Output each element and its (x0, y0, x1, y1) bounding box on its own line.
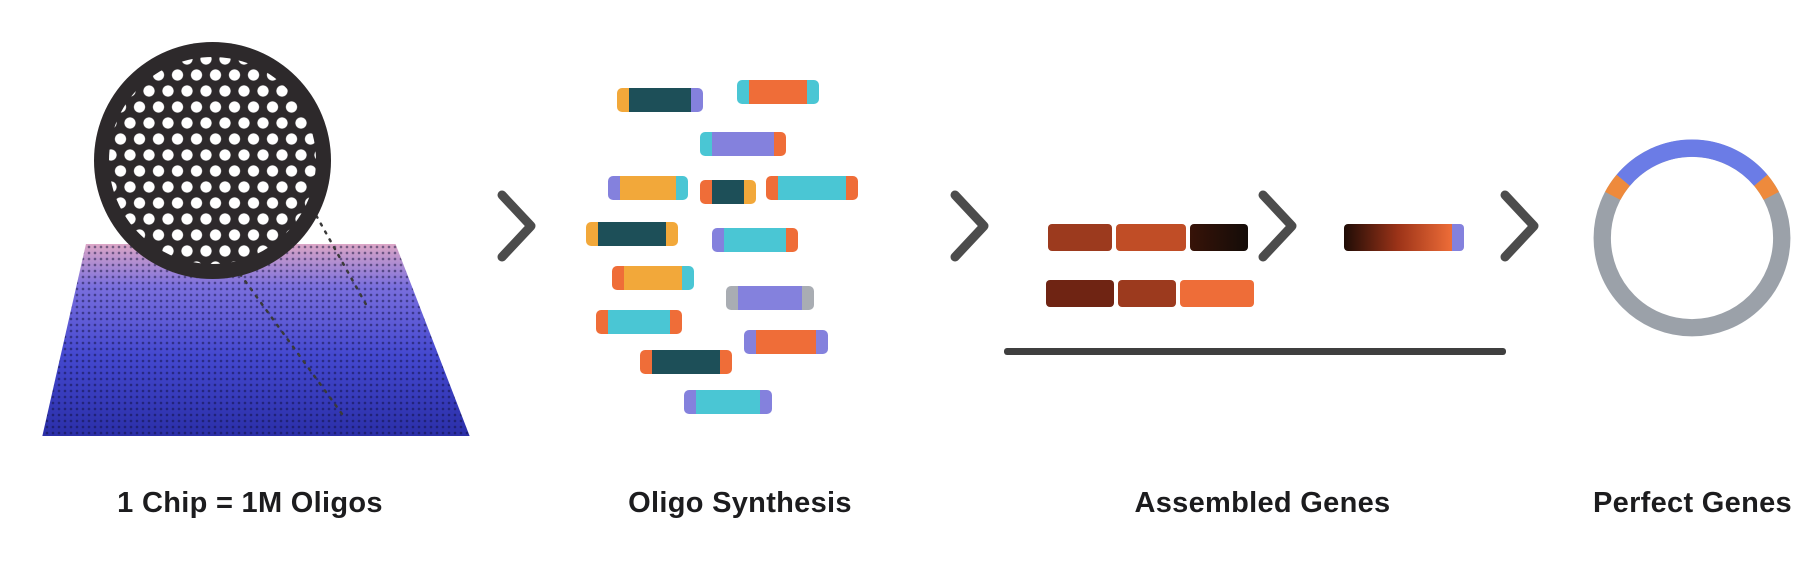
oligo-cap (807, 80, 819, 104)
oligo-fragment (726, 286, 814, 310)
oligo-cap (720, 350, 732, 374)
flow-arrow-3 (1258, 190, 1297, 262)
gene-fragment-body (1118, 280, 1176, 307)
stage-label-perfect-genes: Perfect Genes (1593, 487, 1792, 519)
oligo-cap (744, 180, 756, 204)
oligo-cap (816, 330, 828, 354)
chevron-right-icon (1258, 190, 1297, 262)
oligo-cap (846, 176, 858, 200)
oligo-fragment (596, 310, 682, 334)
oligo-cap (596, 310, 608, 334)
flow-arrow-4 (1500, 190, 1539, 262)
oligo-cap (586, 222, 598, 246)
wafer-dot-array (109, 57, 316, 264)
flow-arrow-2 (950, 190, 989, 262)
gene-fragment-body (1116, 224, 1186, 251)
oligo-cap (786, 228, 798, 252)
oligo-fragment (712, 228, 798, 252)
oligo-body (608, 310, 670, 334)
oligo-cap (684, 390, 696, 414)
oligo-cap (712, 228, 724, 252)
oligo-cap (726, 286, 738, 310)
oligo-body (624, 266, 682, 290)
chevron-right-icon (950, 190, 989, 262)
oligo-cap (700, 180, 712, 204)
oligo-body (652, 350, 720, 374)
oligo-cap (766, 176, 778, 200)
oligo-cap (617, 88, 629, 112)
plasmid-diagram (1593, 139, 1791, 337)
gene-fragment (1118, 280, 1176, 307)
oligo-body (620, 176, 676, 200)
oligo-cap (676, 176, 688, 200)
oligo-cap (737, 80, 749, 104)
flow-arrow-1 (497, 190, 536, 262)
plasmid-junction-left (1605, 174, 1631, 201)
assembled-gene-merged (1344, 224, 1464, 251)
silicon-wafer-zoom (94, 42, 331, 279)
oligo-body (629, 88, 691, 112)
oligo-fragment (608, 176, 688, 200)
oligo-body (756, 330, 816, 354)
oligo-body (749, 80, 807, 104)
oligo-cap (670, 310, 682, 334)
oligo-cap (691, 88, 703, 112)
gene-fragment (1048, 224, 1112, 251)
silicon-chip (42, 244, 470, 436)
oligo-fragment (617, 88, 703, 112)
stage-label-chip: 1 Chip = 1M Oligos (117, 487, 383, 519)
oligo-fragment (700, 132, 786, 156)
oligo-body (712, 132, 774, 156)
oligo-cap (802, 286, 814, 310)
oligo-fragment (744, 330, 828, 354)
oligo-cap (608, 176, 620, 200)
oligo-cap (612, 266, 624, 290)
gene-fragment-cap (1452, 224, 1464, 251)
oligo-body (778, 176, 846, 200)
oligo-body (738, 286, 802, 310)
assembly-baseline (1004, 348, 1506, 355)
gene-fragment-body (1344, 224, 1452, 251)
oligo-cap (700, 132, 712, 156)
gene-fragment (1046, 280, 1114, 307)
gene-fragment-body (1048, 224, 1112, 251)
gene-fragment (1116, 224, 1186, 251)
oligo-fragment (700, 180, 756, 204)
oligo-fragment (684, 390, 772, 414)
oligo-cap (744, 330, 756, 354)
oligo-cap (682, 266, 694, 290)
oligo-body (696, 390, 760, 414)
oligo-body (712, 180, 744, 204)
oligo-fragment (737, 80, 819, 104)
oligo-cap (760, 390, 772, 414)
chevron-right-icon (497, 190, 536, 262)
gene-fragment (1190, 224, 1248, 251)
gene-fragment-body (1180, 280, 1254, 307)
gene-fragment-body (1046, 280, 1114, 307)
oligo-body (598, 222, 666, 246)
stage-label-oligo-synthesis: Oligo Synthesis (628, 487, 852, 519)
oligo-cap (666, 222, 678, 246)
plasmid-insert-arc (1616, 139, 1768, 187)
chevron-right-icon (1500, 190, 1539, 262)
oligo-fragment (640, 350, 732, 374)
stage-label-assembled-genes: Assembled Genes (1134, 487, 1391, 519)
oligo-cap (774, 132, 786, 156)
gene-fragment-body (1190, 224, 1248, 251)
plasmid-junction-right (1753, 174, 1779, 201)
oligo-fragment (612, 266, 694, 290)
gene-fragment (1180, 280, 1254, 307)
oligo-fragment (766, 176, 858, 200)
oligo-fragment (586, 222, 678, 246)
oligo-cap (640, 350, 652, 374)
oligo-body (724, 228, 786, 252)
